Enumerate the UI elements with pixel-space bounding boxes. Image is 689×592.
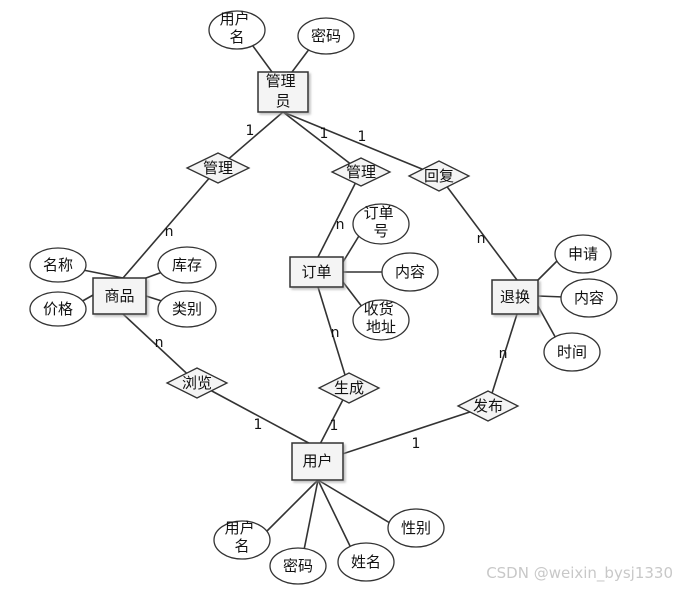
- entity-refund: 退换: [491, 279, 539, 315]
- card-admin-reply: 1: [358, 129, 367, 145]
- attr-user-name: 姓名: [337, 542, 395, 582]
- relation-manage-goods: 管理: [185, 152, 251, 184]
- attr-admin-password: 密码: [297, 17, 355, 55]
- relation-manage-order-label: 管理: [346, 163, 376, 181]
- relation-manage-goods-label: 管理: [203, 159, 233, 177]
- attr-refund-apply-label: 申请: [568, 245, 598, 263]
- card-refund-publish: n: [499, 346, 508, 362]
- attr-refund-content-label: 内容: [574, 289, 604, 307]
- attr-goods-category-label: 类别: [172, 300, 202, 318]
- attr-admin-password-label: 密码: [311, 27, 341, 45]
- attr-order-content: 内容: [381, 252, 439, 292]
- attr-admin-username-label: 用户 名: [220, 10, 255, 46]
- attr-user-password-label: 密码: [283, 557, 313, 575]
- card-order-generate: n: [331, 325, 340, 341]
- relation-reply: 回复: [407, 160, 471, 192]
- card-reply-refund: n: [477, 231, 486, 247]
- attr-order-no-label: 订单 号: [364, 204, 399, 240]
- card-goods-browse: n: [155, 335, 164, 351]
- attr-order-address: 收货 地址: [352, 299, 410, 341]
- attr-goods-stock-label: 库存: [172, 256, 202, 274]
- attr-goods-stock: 库存: [157, 246, 217, 284]
- attr-user-username-label: 用户 名: [225, 519, 260, 555]
- entity-order: 订单: [289, 256, 344, 288]
- card-browse-user: 1: [254, 417, 263, 433]
- card-generate-user: 1: [330, 418, 339, 434]
- card-manage-goods-goods: n: [165, 224, 174, 240]
- relation-publish: 发布: [456, 390, 520, 422]
- attr-refund-time-label: 时间: [557, 343, 587, 361]
- attr-refund-time: 时间: [543, 332, 601, 372]
- entity-order-label: 订单: [301, 263, 331, 281]
- card-admin-manage-goods: 1: [246, 123, 255, 139]
- relation-browse: 浏览: [165, 367, 229, 399]
- attr-order-content-label: 内容: [395, 263, 425, 281]
- attr-user-name-label: 姓名: [351, 553, 381, 571]
- entity-goods: 商品: [92, 277, 147, 315]
- relation-generate: 生成: [317, 372, 381, 404]
- connector-lines: [67, 41, 565, 551]
- attr-goods-price: 价格: [29, 291, 87, 327]
- attr-admin-username: 用户 名: [208, 10, 266, 50]
- entity-user-label: 用户: [302, 452, 332, 470]
- attr-refund-apply: 申请: [554, 234, 612, 274]
- entity-admin-label: 管理 员: [266, 72, 301, 110]
- card-manage-order-order: n: [336, 217, 345, 233]
- card-admin-manage-order: 1: [320, 126, 329, 142]
- entity-user: 用户: [291, 442, 344, 481]
- entity-goods-label: 商品: [104, 287, 134, 305]
- relation-manage-order: 管理: [330, 157, 392, 187]
- attr-goods-category: 类别: [157, 290, 217, 328]
- attr-goods-name-label: 名称: [43, 256, 73, 274]
- relation-reply-label: 回复: [424, 167, 454, 185]
- entity-refund-label: 退换: [500, 288, 530, 306]
- relation-browse-label: 浏览: [182, 374, 212, 392]
- attr-user-username: 用户 名: [213, 519, 271, 560]
- attr-user-gender: 性别: [387, 508, 445, 548]
- attr-user-gender-label: 性别: [401, 519, 431, 537]
- attr-refund-content: 内容: [560, 278, 618, 318]
- entity-admin: 管理 员: [257, 71, 309, 113]
- attr-order-address-label: 收货 地址: [364, 300, 399, 336]
- attr-goods-name: 名称: [29, 247, 87, 283]
- cardinality-labels: 1 n 1 n 1 n n 1 n 1 n 1: [155, 123, 508, 452]
- attr-goods-price-label: 价格: [43, 300, 73, 318]
- relation-publish-label: 发布: [473, 397, 503, 415]
- attr-order-no: 订单 号: [352, 203, 410, 245]
- attr-user-password: 密码: [269, 547, 327, 585]
- relation-generate-label: 生成: [334, 379, 364, 397]
- watermark: CSDN @weixin_bysj1330: [486, 564, 673, 583]
- card-publish-user: 1: [412, 436, 421, 452]
